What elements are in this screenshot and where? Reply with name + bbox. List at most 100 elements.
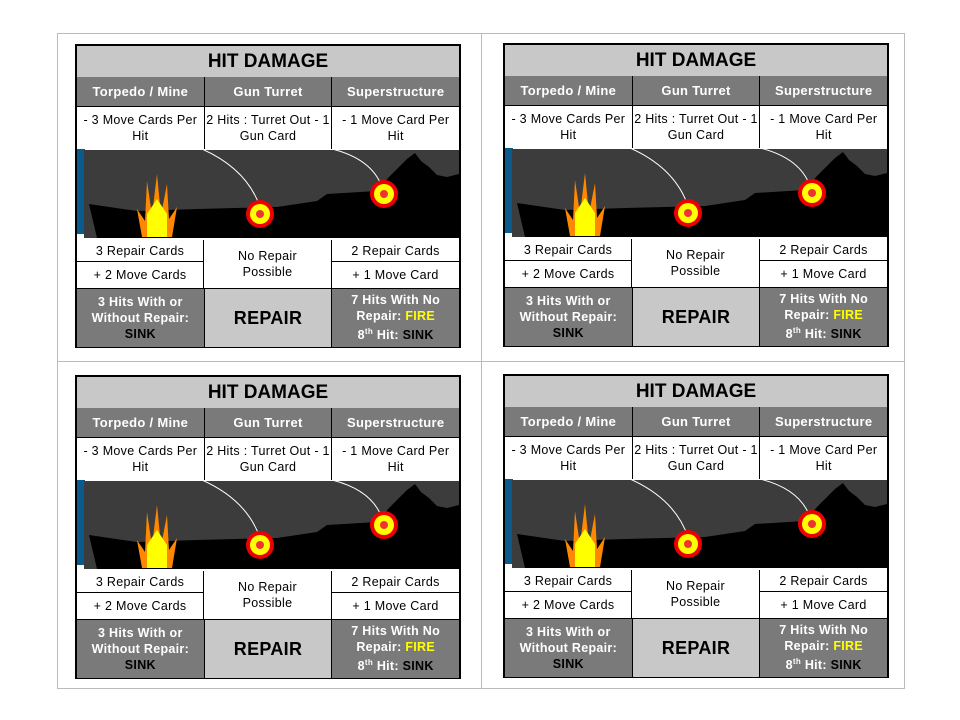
sink-rule-text: 3 Hits With or Without Repair: — [91, 626, 190, 656]
hit-ordinal: th — [792, 326, 802, 336]
repair-torpedo-move: + 2 Move Cards — [77, 262, 204, 288]
repair-rows: 3 Repair Cards + 2 Move Cards No Repair … — [505, 239, 887, 287]
repair-super-cards: 2 Repair Cards — [332, 240, 459, 262]
cut-line-horizontal — [57, 361, 905, 362]
hit-number: 8 — [785, 658, 793, 673]
hit-number: 8 — [357, 328, 365, 343]
effects-row: - 3 Move Cards Per Hit 2 Hits : Turret O… — [505, 105, 887, 148]
header-superstructure: Superstructure — [774, 413, 873, 429]
hit-number: 8 — [357, 659, 365, 674]
ship-silhouette — [89, 484, 459, 569]
sink-label: SINK — [124, 658, 156, 672]
repair-label: REPAIR — [632, 619, 761, 677]
sink-label: SINK — [830, 327, 862, 342]
effect-torpedo: - 3 Move Cards Per Hit — [77, 437, 205, 480]
effect-torpedo: - 3 Move Cards Per Hit — [505, 436, 633, 479]
sink-rule-text: 3 Hits With or Without Repair: — [519, 294, 618, 324]
battleship-illustration — [505, 148, 887, 239]
header-superstructure: Superstructure — [774, 82, 873, 98]
hit-damage-card-1: HIT DAMAGE Torpedo / Mine Gun Turret Sup… — [75, 44, 461, 348]
fire-rule-text: 7 Hits With No Repair: — [351, 293, 441, 324]
hit-damage-card-2: HIT DAMAGE Torpedo / Mine Gun Turret Sup… — [503, 43, 889, 347]
repair-super-cards: 2 Repair Cards — [332, 571, 459, 593]
column-headers: Torpedo / Mine Gun Turret Superstructure — [77, 408, 459, 438]
bottom-row: 3 Hits With or Without Repair: SINK REPAI… — [77, 288, 460, 347]
effects-row: - 3 Move Cards Per Hit 2 Hits : Turret O… — [77, 106, 459, 149]
sink-rule-text: 3 Hits With or Without Repair: — [519, 625, 618, 655]
hit-damage-card-4: HIT DAMAGE Torpedo / Mine Gun Turret Sup… — [503, 374, 889, 678]
header-gun-turret: Gun Turret — [633, 407, 761, 436]
torpedo-splash-icon — [137, 505, 177, 568]
hit-label: Hit: — [376, 328, 399, 343]
hit-label: Hit: — [804, 327, 827, 342]
fire-rule-text: 7 Hits With No Repair: — [779, 623, 869, 654]
hit-ordinal: th — [364, 327, 374, 337]
card-title: HIT DAMAGE — [505, 45, 887, 77]
explosion-superstructure-icon — [370, 180, 398, 208]
effects-row: - 3 Move Cards Per Hit 2 Hits : Turret O… — [505, 436, 887, 479]
repair-rows: 3 Repair Cards + 2 Move Cards No Repair … — [77, 571, 459, 619]
torpedo-sink-rule: 3 Hits With or Without Repair:SINK — [505, 288, 633, 346]
effect-gun-turret: 2 Hits : Turret Out - 1 Gun Card — [205, 106, 333, 149]
column-headers: Torpedo / Mine Gun Turret Superstructure — [505, 407, 887, 437]
superstructure-fire-rule: 7 Hits With No Repair: FIRE 8th Hit: SINK — [332, 289, 460, 347]
explosion-superstructure-icon — [798, 510, 826, 538]
header-gun-turret: Gun Turret — [633, 76, 761, 105]
repair-super-move: + 1 Move Card — [780, 267, 867, 281]
sink-label: SINK — [124, 327, 156, 341]
header-torpedo: Torpedo / Mine — [77, 408, 205, 437]
fire-rule-text: 7 Hits With No Repair: — [779, 292, 869, 323]
torpedo-splash-icon — [137, 174, 177, 237]
ship-silhouette — [517, 152, 887, 237]
effects-row: - 3 Move Cards Per Hit 2 Hits : Turret O… — [77, 437, 459, 480]
torpedo-splash-icon — [565, 173, 605, 236]
sink-rule-text: 3 Hits With or Without Repair: — [91, 295, 190, 325]
bottom-row: 3 Hits With or Without Repair: SINK REPAI… — [505, 618, 888, 677]
effect-torpedo: - 3 Move Cards Per Hit — [77, 106, 205, 149]
explosion-superstructure-icon — [370, 511, 398, 539]
torpedo-sink-rule: 3 Hits With or Without Repair: SINK — [77, 620, 205, 678]
sink-label: SINK — [402, 328, 434, 343]
battleship-illustration — [77, 149, 459, 240]
fire-label: FIRE — [833, 308, 863, 323]
sink-label: SINK — [830, 658, 862, 673]
card-title: HIT DAMAGE — [77, 377, 459, 409]
repair-torpedo-cards: 3 Repair Cards — [77, 571, 204, 593]
repair-torpedo-cards: 3 Repair Cards — [77, 240, 204, 262]
repair-torpedo-move: + 2 Move Cards — [505, 261, 632, 287]
header-gun-turret: Gun Turret — [205, 408, 333, 437]
repair-super-move: + 1 Move Card — [352, 268, 439, 282]
header-torpedo: Torpedo / Mine — [505, 407, 633, 436]
header-torpedo: Torpedo / Mine — [77, 77, 205, 106]
sink-label: SINK — [402, 659, 434, 674]
effect-superstructure: - 1 Move Card Per Hit — [770, 442, 878, 473]
effect-torpedo: - 3 Move Cards Per Hit — [505, 105, 633, 148]
effect-superstructure: - 1 Move Card Per Hit — [342, 112, 450, 143]
effect-gun-turret: 2 Hits : Turret Out - 1 Gun Card — [205, 437, 333, 480]
card-title: HIT DAMAGE — [77, 46, 459, 78]
effect-superstructure: - 1 Move Card Per Hit — [342, 443, 450, 474]
header-superstructure: Superstructure — [346, 414, 445, 430]
explosion-gun-icon — [674, 199, 702, 227]
repair-gun-turret: No Repair Possible — [632, 239, 760, 287]
fire-rule-text: 7 Hits With No Repair: — [351, 624, 441, 655]
repair-torpedo-cards: 3 Repair Cards — [505, 239, 632, 261]
fire-label: FIRE — [405, 309, 435, 324]
explosion-gun-icon — [246, 531, 274, 559]
explosion-gun-icon — [674, 530, 702, 558]
repair-torpedo-move: + 2 Move Cards — [77, 593, 204, 619]
hit-ordinal: th — [792, 657, 802, 667]
hit-label: Hit: — [376, 659, 399, 674]
hit-label: Hit: — [804, 658, 827, 673]
repair-label: REPAIR — [204, 289, 333, 347]
explosion-superstructure-icon — [798, 179, 826, 207]
explosion-gun-icon — [246, 200, 274, 228]
torpedo-sink-rule: 3 Hits With or Without Repair: SINK — [77, 289, 205, 347]
repair-gun-turret: No Repair Possible — [204, 571, 332, 619]
bottom-row: 3 Hits With or Without Repair:SINK REPAI… — [505, 287, 888, 346]
repair-super-cards: 2 Repair Cards — [760, 239, 887, 261]
column-headers: Torpedo / Mine Gun Turret Superstructure — [505, 76, 887, 106]
ship-silhouette — [517, 483, 887, 568]
